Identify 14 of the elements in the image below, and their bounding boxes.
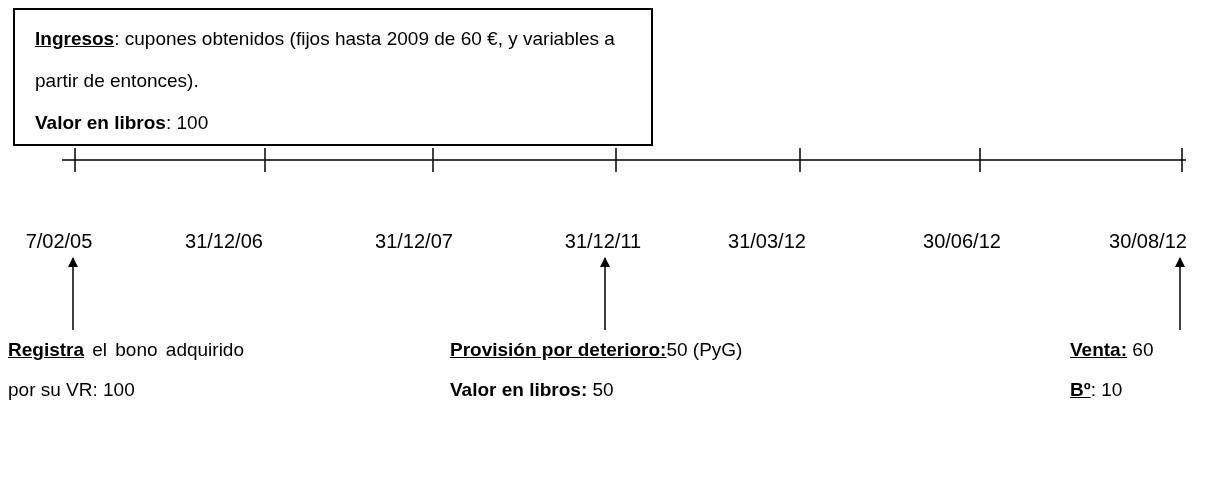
- arrow: [600, 257, 610, 331]
- date-label: 30/08/12: [1088, 226, 1208, 256]
- note-text: Venta: 60 Bº: 10: [1070, 330, 1200, 410]
- arrow: [1175, 257, 1185, 331]
- date-label: 31/03/12: [708, 226, 826, 256]
- arrow: [68, 257, 78, 331]
- date-label: 7/02/05: [0, 226, 118, 256]
- date-label: 30/06/12: [903, 226, 1021, 256]
- date-label: 31/12/11: [544, 226, 662, 256]
- date-label: 31/12/07: [355, 226, 473, 256]
- note-text: Provisión por deterioro:50 (PyG) Valor en libros: 50: [450, 330, 890, 410]
- text-box: Ingresos: cupones obtenidos (fijos hasta 2009 de 60 €, y variables a partir de entonces). Valor en libros: 100: [13, 8, 653, 146]
- note-text: Registra el bono adquirido por su VR: 100: [8, 330, 244, 410]
- date-label: 31/12/06: [165, 226, 283, 256]
